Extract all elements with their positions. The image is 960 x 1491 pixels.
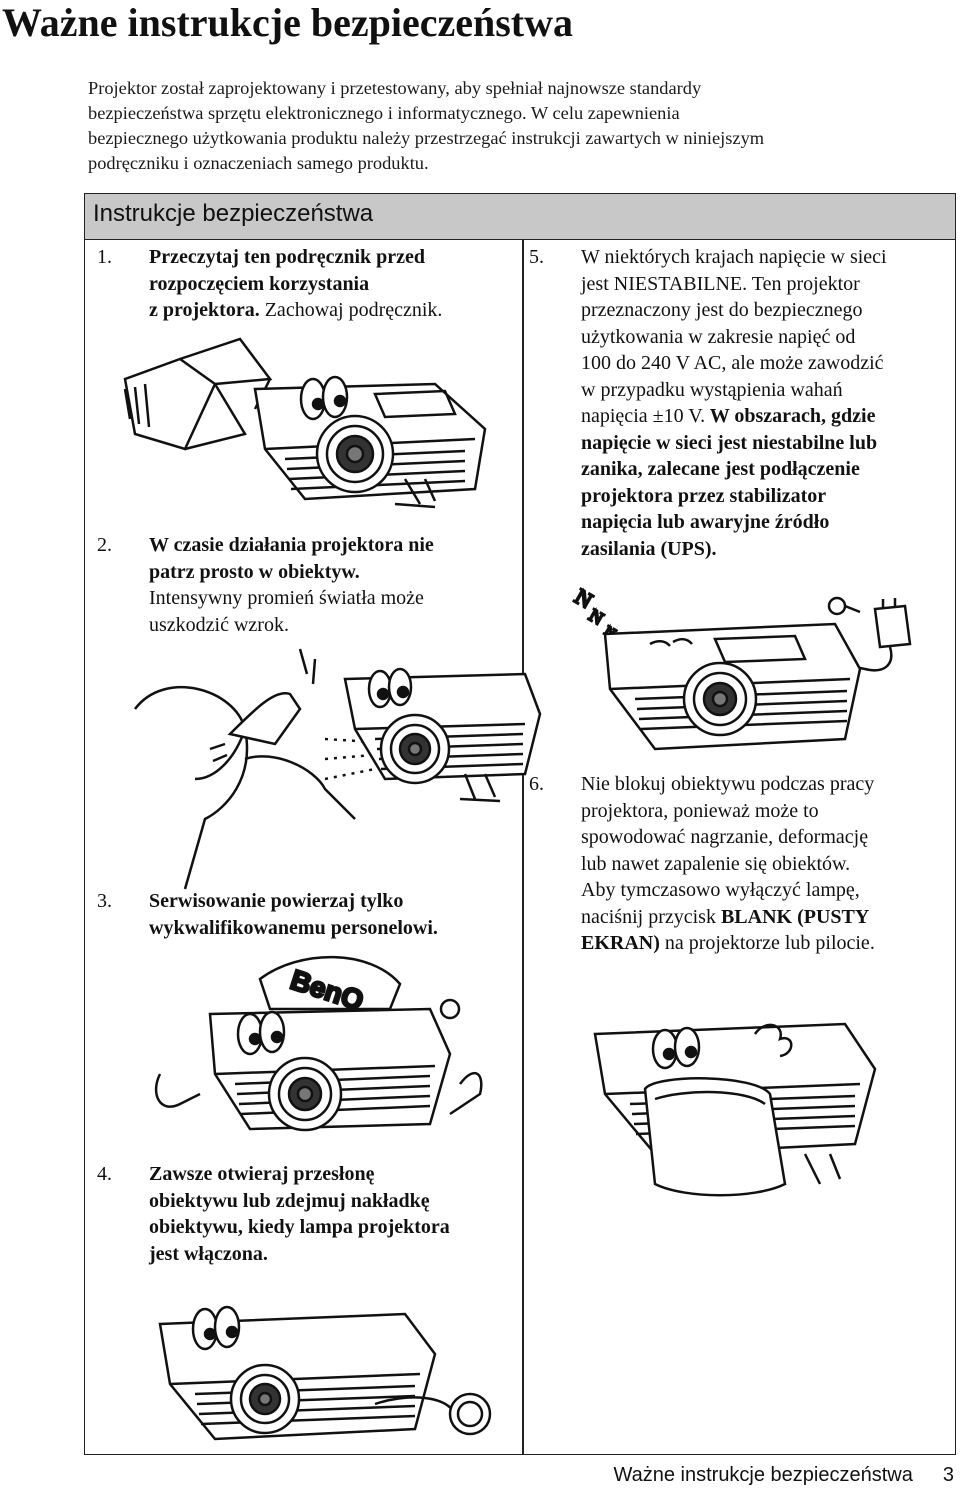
item-text-regular: naciśnij przycisk: [581, 905, 721, 928]
item-number: 5.: [529, 246, 544, 268]
illustration-read-manual: [123, 337, 487, 509]
illustration-service-personnel: BenQ: [154, 955, 483, 1132]
item-text-line: Przeczytaj ten podręcznik przed: [149, 246, 426, 268]
item-text-regular: na projektorze lub pilocie.: [659, 932, 875, 954]
item-text-line: jest NIESTABILNE. Ten projektor: [581, 272, 860, 295]
item-text-line: rozpoczęciem korzystania: [149, 272, 370, 295]
item-text-line: w przypadku wystąpienia wahań: [581, 378, 843, 401]
item-text-regular: napięcia ±10 V.: [581, 405, 706, 427]
item-text-line: W niektórych krajach napięcie w sieci: [581, 246, 887, 268]
intro-line: bezpieczeństwa sprzętu elektronicznego i…: [88, 103, 680, 123]
item-number: 4.: [97, 1163, 112, 1185]
item-text-regular: Zachowaj podręcznik.: [259, 299, 443, 321]
item-text-line: użytkowania w zakresie napięć od: [581, 325, 856, 348]
item-number: 2.: [97, 534, 112, 556]
item-text-line: Zawsze otwieraj przesłonę: [149, 1163, 375, 1185]
item-number: 1.: [97, 246, 112, 268]
column-divider: [522, 240, 524, 1454]
intro-line: podręczniku i oznaczeniach samego produk…: [88, 153, 429, 173]
section-title: Instrukcje bezpieczeństwa: [93, 200, 374, 227]
intro-paragraph: Projektor został zaprojektowany i przete…: [88, 76, 954, 176]
item-text-line: Serwisowanie powierzaj tylko: [149, 890, 404, 912]
item-text-line: wykwalifikowanemu personelowi.: [149, 916, 438, 939]
item-text-line: W czasie działania projektora nie: [149, 534, 434, 556]
item-text-line: 100 do 240 V AC, ale może zawodzić: [581, 352, 884, 374]
item-text-bold: BLANK (PUSTY: [720, 905, 870, 928]
item-text-line: spowodować nagrzanie, deformację: [581, 826, 869, 848]
item-text-bold: W obszarach, gdzie: [705, 405, 876, 427]
item-text-line: zasilania (UPS).: [581, 537, 717, 560]
intro-line: Projektor został zaprojektowany i przete…: [88, 78, 702, 98]
item-text-line: patrz prosto w obiektyw.: [149, 560, 360, 583]
item-text-line: uszkodzić wzrok.: [149, 613, 289, 636]
item-number: 6.: [529, 773, 544, 795]
item-text-line: Aby tymczasowo wyłączyć lampę,: [581, 879, 860, 901]
snore-letter: N: [586, 605, 607, 629]
safety-instructions-box: Instrukcje bezpieczeństwa 1. Przeczytaj …: [84, 193, 956, 1455]
item-text-line: napięcie w sieci jest niestabilne lub: [581, 431, 878, 454]
illustration-do-not-block-lens: [593, 1022, 877, 1197]
item-text-line: przeznaczony jest do bezpiecznego: [581, 299, 863, 321]
item-text-line: lub nawet zapalenie się obiektów.: [581, 852, 851, 875]
illustration-open-lens-cap: [158, 1305, 492, 1441]
page-number: 3: [942, 1464, 954, 1486]
item-text-line: projektora, ponieważ może to: [581, 799, 819, 822]
illustration-unstable-voltage: N N N: [569, 582, 912, 751]
item-text-line: zanika, zalecane jest podłączenie: [581, 458, 860, 480]
item-text-line: projektora przez stabilizator: [581, 484, 827, 507]
intro-line: bezpiecznego użytkowania produktu należy…: [88, 128, 765, 148]
item-text-line: obiektywu, kiedy lampa projektora: [149, 1216, 450, 1238]
illustration-do-not-look-into-lens: [134, 648, 542, 890]
item-text-bold: EKRAN): [581, 932, 660, 954]
item-text-line: jest włączona.: [149, 1242, 268, 1265]
page-footer: Ważne instrukcje bezpieczeństwa 3: [613, 1464, 954, 1487]
item-number: 3.: [97, 890, 112, 912]
item-text-line: Nie blokuj obiektywu podczas pracy: [581, 773, 875, 795]
item-text-line: Intensywny promień światła może: [149, 587, 424, 609]
section-header: Instrukcje bezpieczeństwa: [85, 194, 955, 240]
item-text-bold: z projektora.: [149, 299, 260, 321]
footer-title: Ważne instrukcje bezpieczeństwa: [613, 1464, 913, 1486]
page-title: Ważne instrukcje bezpieczeństwa: [2, 0, 574, 45]
item-text-line: obiektywu lub zdejmuj nakładkę: [149, 1189, 430, 1212]
item-text-line: napięcia lub awaryjne źródło: [581, 511, 830, 533]
